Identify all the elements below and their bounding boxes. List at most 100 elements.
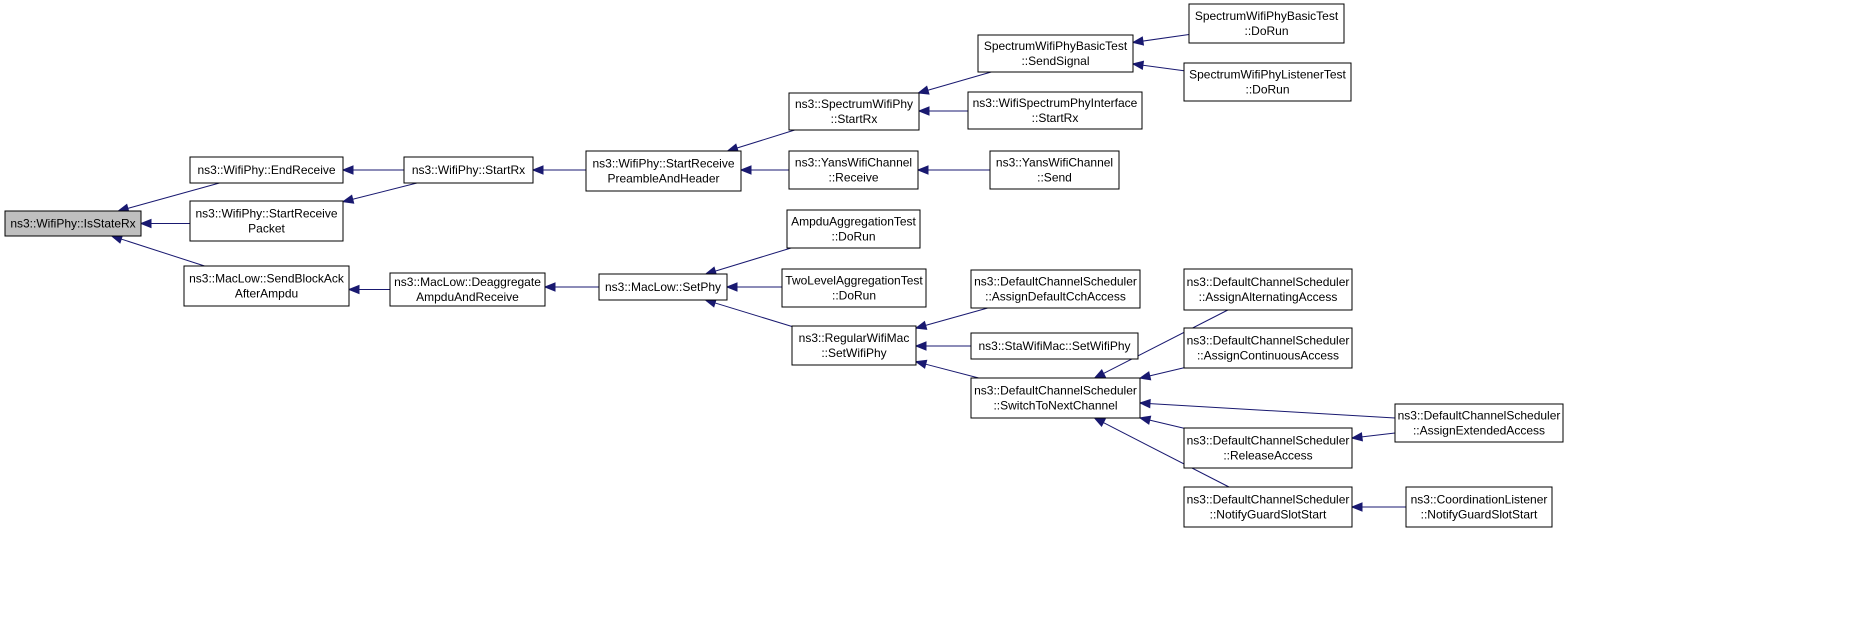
edge-startRx-to-endReceive [341,165,404,175]
arrowhead-icon [1138,415,1152,425]
edge-line [714,302,793,327]
node-setPhy[interactable]: ns3::MacLow::SetPhy [598,273,728,301]
edges-layer [110,34,1406,512]
node-label: ns3::MacLow::SendBlockAck [189,272,345,286]
arrowhead-icon [917,106,930,116]
node-label: ns3::WifiSpectrumPhyInterface [973,96,1138,110]
arrowhead-icon [739,165,752,175]
node-notifyGuard[interactable]: ns3::DefaultChannelScheduler::NotifyGuar… [1183,486,1353,528]
node-switchToNext[interactable]: ns3::DefaultChannelScheduler::SwitchToNe… [970,377,1141,419]
edge-line [1149,403,1396,419]
node-regularSetWifiPhy[interactable]: ns3::RegularWifiMac::SetWifiPhy [791,325,917,366]
node-assignExtended[interactable]: ns3::DefaultChannelScheduler::AssignExte… [1394,403,1564,443]
edge-ifaceStartRx-to-spectrumStartRx [917,106,968,116]
edge-line [1361,432,1396,438]
node-basicDoRun[interactable]: SpectrumWifiPhyBasicTest::DoRun [1188,3,1345,44]
edge-line [121,238,205,267]
edge-line [715,247,792,272]
node-endReceive[interactable]: ns3::WifiPhy::EndReceive [189,156,344,184]
node-label: ns3::RegularWifiMac [799,331,910,345]
arrowhead-icon [914,359,928,369]
node-coordNotifyGuard[interactable]: ns3::CoordinationListener::NotifyGuardSl… [1405,486,1553,528]
node-label: ::Send [1037,171,1072,185]
node-box [403,156,534,184]
node-listenerDoRun[interactable]: SpectrumWifiPhyListenerTest::DoRun [1183,62,1352,102]
node-assignContinuous[interactable]: ns3::DefaultChannelScheduler::AssignCont… [1183,327,1353,369]
node-yansSend[interactable]: ns3::YansWifiChannel::Send [989,150,1120,190]
nodes-layer: ns3::WifiPhy::IsStateRx ns3::WifiPhy::End… [4,3,1564,528]
edge-line [1103,422,1230,488]
edge-assignDefaultCch-to-regularSetWifiPhy [914,307,988,330]
node-box [598,273,728,301]
node-startReceivePreamble[interactable]: ns3::WifiPhy::StartReceivePreambleAndHea… [585,150,742,192]
node-box [389,272,546,307]
node-assignDefaultCch[interactable]: ns3::DefaultChannelScheduler::AssignDefa… [970,269,1141,309]
node-box [585,150,742,192]
node-releaseAccess[interactable]: ns3::DefaultChannelScheduler::ReleaseAcc… [1183,427,1353,469]
node-label: ::DoRun [1244,24,1288,38]
node-label: ns3::MacLow::Deaggregate [394,275,541,289]
arrowhead-icon [914,341,927,351]
node-box [1183,427,1353,469]
node-label: ::DoRun [1245,83,1289,97]
edge-line [925,307,988,326]
arrowhead-icon [139,218,152,229]
edge-startReceivePreamble-to-startRx [531,165,586,175]
node-staSetWifiPhy[interactable]: ns3::StaWifiMac::SetWifiPhy [970,332,1139,360]
edge-switchToNext-to-regularSetWifiPhy [914,359,979,379]
edge-assignContinuous-to-switchToNext [1138,367,1185,381]
edge-line [1103,309,1229,374]
node-assignAlternating[interactable]: ns3::DefaultChannelScheduler::AssignAlte… [1183,268,1353,311]
edge-staSetWifiPhy-to-regularSetWifiPhy [914,341,971,351]
edge-twoLevelTest-to-setPhy [725,282,782,292]
arrowhead-icon [916,165,929,175]
node-label: Packet [248,222,285,236]
arrowhead-icon [1131,36,1145,46]
node-label: ns3::DefaultChannelScheduler [974,275,1137,289]
node-box [183,265,350,307]
edge-listenerDoRun-to-sendSignal [1131,60,1185,72]
edge-spectrumStartRx-to-startReceivePreamble [726,129,795,153]
node-yansReceive[interactable]: ns3::YansWifiChannel::Receive [788,150,919,190]
node-label: ns3::YansWifiChannel [795,156,912,170]
edge-line [1149,367,1185,377]
node-isStateRx[interactable]: ns3::WifiPhy::IsStateRx [4,210,142,237]
node-twoLevelTest[interactable]: TwoLevelAggregationTest::DoRun [781,268,927,308]
node-box [189,156,344,184]
edge-line [925,363,979,379]
node-box [1183,486,1353,528]
node-box [970,269,1141,309]
node-label: ::SetWifiPhy [821,346,886,360]
node-label: ::Receive [828,171,878,185]
edge-startRx-to-startReceivePacket [341,182,418,204]
edge-yansReceive-to-startReceivePreamble [739,165,789,175]
node-box [4,210,142,237]
node-label: ns3::WifiPhy::StartReceive [195,207,337,221]
node-label: ns3::CoordinationListener [1411,493,1548,507]
edge-setPhy-to-deaggregate [543,282,599,292]
node-label: ::NotifyGuardSlotStart [1210,508,1327,522]
edge-notifyGuard-to-switchToNext [1093,417,1230,488]
node-box [1183,62,1352,102]
node-spectrumStartRx[interactable]: ns3::SpectrumWifiPhy::StartRx [788,92,920,131]
node-box [1183,268,1353,311]
node-box [970,377,1141,419]
node-startRx[interactable]: ns3::WifiPhy::StartRx [403,156,534,184]
node-label: ::SwitchToNextChannel [993,399,1117,413]
node-label: ns3::DefaultChannelScheduler [1398,409,1561,423]
node-label: SpectrumWifiPhyListenerTest [1189,68,1346,82]
arrowhead-icon [543,282,556,292]
node-label: ns3::DefaultChannelScheduler [1187,493,1350,507]
node-sendSignal[interactable]: SpectrumWifiPhyBasicTest::SendSignal [977,34,1134,73]
edge-line [127,182,220,209]
node-label: TwoLevelAggregationTest [785,274,923,288]
arrowhead-icon [1093,369,1107,379]
node-ifaceStartRx[interactable]: ns3::WifiSpectrumPhyInterface::StartRx [967,91,1143,130]
node-ampduTest[interactable]: AmpduAggregationTest::DoRun [786,209,921,249]
node-label: ::AssignContinuousAccess [1197,349,1339,363]
node-label: SpectrumWifiPhyBasicTest [1195,9,1339,23]
